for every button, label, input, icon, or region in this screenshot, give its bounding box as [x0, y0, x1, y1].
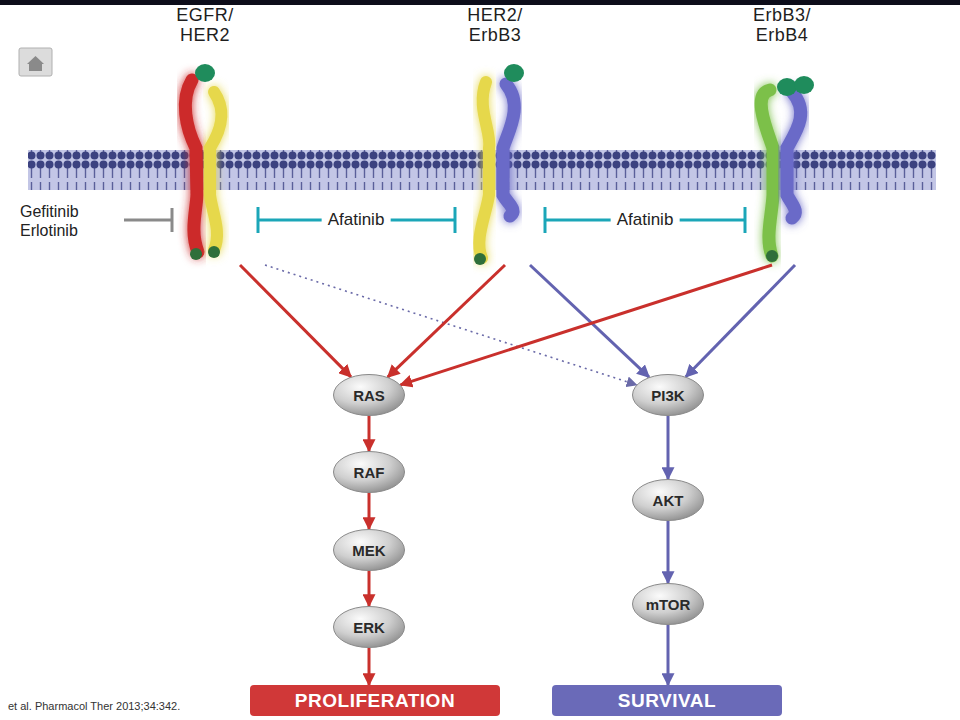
her2-receptor: [479, 82, 489, 258]
node-ellipse: [633, 584, 704, 625]
erbb3-receptor: [787, 92, 801, 218]
signal-arrow: [667, 521, 670, 583]
egfr-receptor: [185, 80, 198, 252]
her2-erbb3-dimer: [474, 64, 524, 265]
inhibition-bar: [171, 208, 174, 232]
kinase-domain: [190, 248, 202, 260]
home-icon: [19, 48, 52, 76]
ligand: [777, 78, 797, 96]
signal-arrow: [667, 416, 670, 479]
erbb4-receptor: [761, 90, 773, 256]
receptor-name: ErbB3/ ErbB4: [753, 0, 811, 45]
receptor-name: EGFR/ HER2: [176, 0, 234, 45]
protein-name: MEK: [352, 542, 385, 559]
signal-arrow: [368, 648, 371, 685]
inhibition-bar: [257, 207, 260, 233]
signal-arrow: [368, 416, 371, 451]
pathway-node: RAS: [333, 374, 405, 416]
receptor-name: HER2/ ErbB3: [467, 0, 523, 45]
drug-label: Afatinib: [322, 210, 391, 230]
signal-arrow: [368, 493, 371, 529]
node-ellipse: [334, 607, 405, 648]
node-ellipse: [334, 375, 405, 416]
kinase-domain: [474, 253, 486, 265]
protein-name: mTOR: [646, 596, 691, 613]
outcome-box: PROLIFERATION: [250, 685, 500, 716]
node-ellipse: [633, 375, 704, 416]
outcome-label: PROLIFERATION: [295, 690, 455, 712]
cell-membrane: [28, 150, 936, 190]
node-ellipse: [334, 452, 405, 493]
protein-name: ERK: [353, 619, 385, 636]
afatinib-inhibition: [545, 207, 745, 233]
signal-arrow: [368, 571, 371, 606]
top-bar: [0, 0, 960, 5]
signal-arrow: [667, 625, 670, 685]
egfr-her2-dimer: [185, 64, 221, 260]
node-ellipse: [633, 480, 704, 521]
inhibition-bar: [744, 207, 747, 233]
kinase-domain: [208, 246, 220, 258]
signal-arrow: [530, 265, 649, 377]
gefitinib-inhibition: [124, 208, 172, 232]
protein-name: RAF: [354, 464, 385, 481]
protein-name: AKT: [653, 492, 684, 509]
ligand: [794, 76, 814, 94]
protein-name: PI3K: [651, 387, 684, 404]
pathway-node: RAF: [333, 451, 405, 493]
pathway-node: AKT: [632, 479, 704, 521]
afatinib-inhibition: [258, 207, 455, 233]
outcome-box: SURVIVAL: [552, 685, 782, 716]
pathway-node: MEK: [333, 529, 405, 571]
signal-arrow: [401, 265, 772, 385]
citation-note: et al. Pharmacol Ther 2013;34:342.: [8, 700, 180, 713]
kinase-domain: [766, 250, 778, 262]
ligand: [504, 64, 524, 82]
home-button: [19, 48, 52, 76]
erbb3-receptor: [503, 84, 514, 216]
signal-dotted-arrow: [265, 265, 636, 385]
receptor-dimer: ErbB3/ ErbB4: [702, 0, 862, 265]
outcome-label: SURVIVAL: [618, 690, 716, 712]
home-roof: [27, 56, 44, 64]
receptor-dimer: HER2/ ErbB3: [415, 0, 575, 265]
inhibition-bar: [454, 207, 457, 233]
pathway-node: PI3K: [632, 374, 704, 416]
inhibition-bar: [544, 207, 547, 233]
receptor-dimer: EGFR/ HER2: [125, 0, 285, 265]
ligand: [195, 64, 215, 82]
protein-name: RAS: [353, 387, 385, 404]
drug-label: Gefitinib Erlotinib: [20, 202, 79, 240]
inhibition-line: [124, 219, 172, 222]
signal-arrow: [686, 265, 795, 377]
drug-label: Afatinib: [611, 210, 680, 230]
home-wall: [29, 63, 42, 71]
pathway-node: mTOR: [632, 583, 704, 625]
signal-arrow: [388, 265, 505, 377]
erbb3-erbb4-dimer: [761, 76, 814, 262]
node-ellipse: [334, 530, 405, 571]
signal-arrow: [240, 265, 351, 377]
pathway-node: ERK: [333, 606, 405, 648]
her2-receptor: [210, 92, 222, 250]
